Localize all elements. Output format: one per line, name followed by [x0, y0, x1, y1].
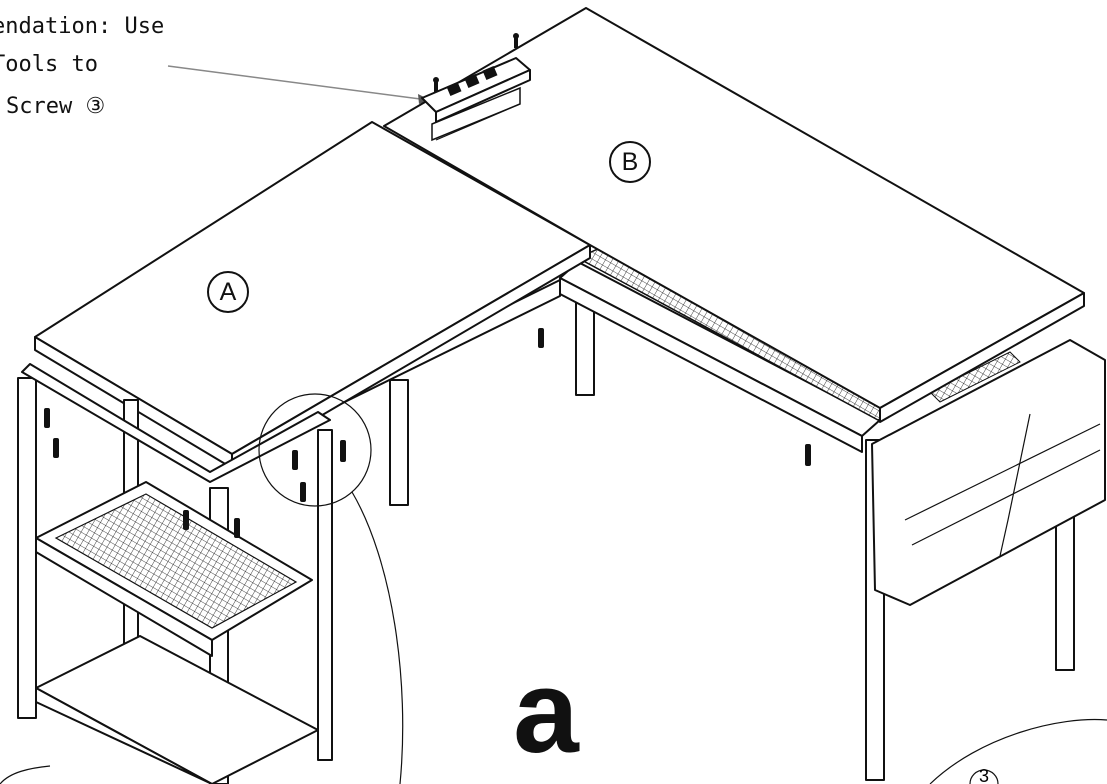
shelf-bottom-edge	[35, 687, 213, 784]
drawer-seam-2	[911, 449, 1101, 546]
step-label: a	[513, 646, 580, 778]
recommendation-text-line-1: endation: Use	[0, 14, 165, 39]
part-b-label: B	[622, 148, 639, 176]
part-b-marker	[609, 141, 651, 183]
detail-arc-right	[929, 718, 1107, 784]
detail-leader-right	[351, 491, 404, 784]
screw-icon	[53, 438, 59, 458]
shelf-middle-edge	[35, 537, 213, 657]
power-strip-icon	[421, 33, 531, 142]
power-strip-bracket-line	[435, 103, 521, 141]
leg-inner-a	[389, 379, 409, 506]
recommendation-text-line-2: Tools to	[0, 52, 98, 77]
desktop-b-edge	[879, 292, 1085, 423]
screw-icon	[538, 328, 544, 348]
recommendation-text-line-3: Screw ③	[6, 94, 106, 119]
screws	[44, 328, 811, 538]
outlet-3-icon	[482, 66, 498, 80]
outlet-1-icon	[446, 82, 462, 96]
leg-rear-mid	[575, 299, 595, 396]
detail-leader-left	[0, 765, 51, 784]
outlet-2-icon	[464, 74, 480, 88]
detail-circle	[258, 393, 372, 507]
power-strip-face	[435, 69, 531, 123]
screw-icon	[292, 450, 298, 470]
screw-icon	[300, 482, 306, 502]
drawer-seam-1	[904, 423, 1101, 521]
screw-icon	[340, 440, 346, 462]
shelf-unit	[17, 363, 333, 784]
leader-line	[167, 65, 429, 101]
detail-marker-label: 3	[979, 766, 989, 784]
part-a-label: A	[220, 278, 237, 306]
detail-marker-circle	[969, 769, 999, 784]
screw-icon	[44, 408, 50, 428]
shelf-leg-right	[317, 429, 333, 761]
screw-shank	[434, 80, 438, 92]
drawer-body	[871, 339, 1106, 606]
screw-icon	[183, 510, 189, 530]
shelf-leg-left	[17, 377, 37, 719]
drawer-mesh	[929, 351, 1021, 403]
shelf-top-frame	[21, 363, 331, 483]
drawer-fold-line	[999, 413, 1031, 557]
screw-shank	[514, 36, 518, 48]
mesh-panel-icon	[54, 493, 298, 629]
screw-icon	[234, 518, 240, 538]
part-a-marker	[207, 271, 249, 313]
screw-icon	[805, 444, 811, 466]
